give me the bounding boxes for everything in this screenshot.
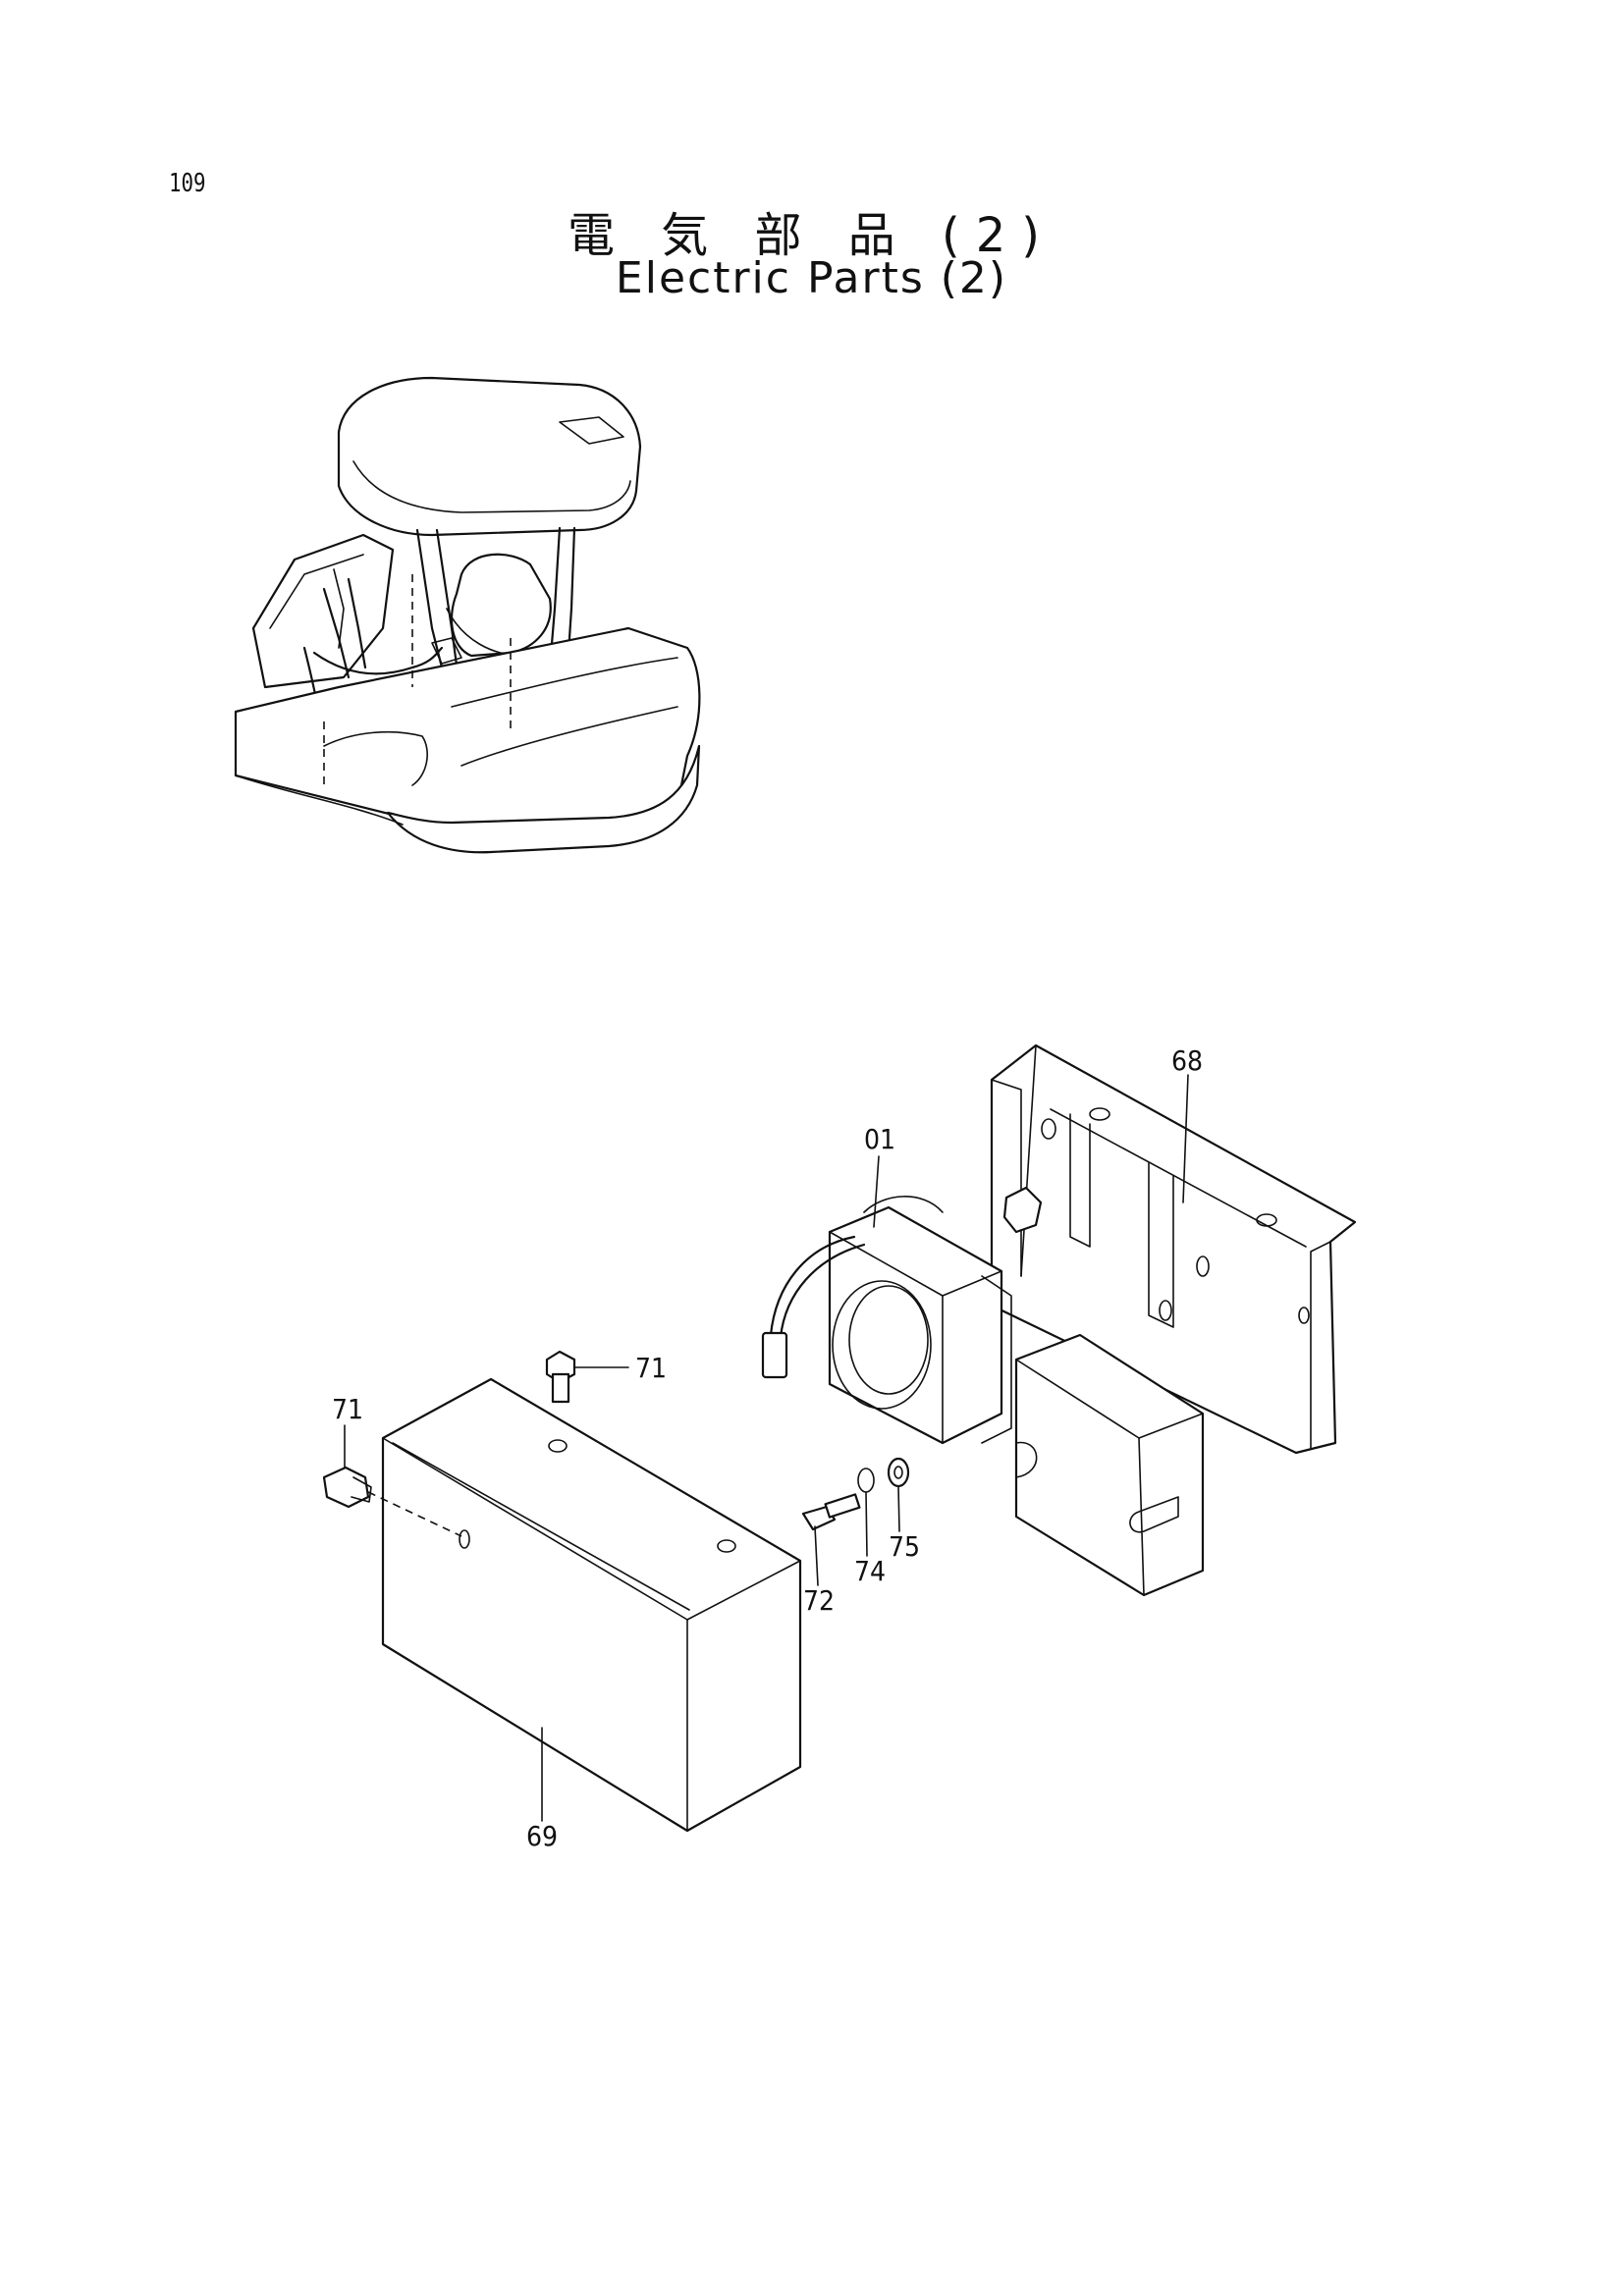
callout-69: 69 (526, 1820, 558, 1852)
callout-01: 01 (864, 1123, 895, 1155)
machine-overview-illustration (234, 376, 701, 854)
callout-71-left: 71 (332, 1393, 363, 1425)
bolt-71-left (322, 1424, 372, 1509)
horn-part-01 (761, 1155, 1012, 1445)
callout-71-top: 71 (635, 1352, 667, 1384)
callout-74: 74 (854, 1555, 886, 1587)
leader-68 (1182, 1074, 1189, 1203)
bolt-71-top (545, 1350, 629, 1404)
bracket-plate-part-68 (990, 1043, 1357, 1455)
title-japanese: 電 気 部 品 (2) (567, 208, 1056, 263)
title-english: Electric Parts (2) (615, 253, 1008, 303)
callout-68: 68 (1171, 1044, 1203, 1077)
callout-75: 75 (889, 1530, 920, 1563)
callout-72: 72 (803, 1584, 835, 1617)
cover-box-part-69 (367, 1377, 802, 1833)
page-number: 109 (169, 169, 206, 198)
bolt-72 (801, 1493, 861, 1586)
spacer-block (1014, 1333, 1205, 1597)
washer-75 (887, 1457, 910, 1532)
lock-washer-74 (857, 1468, 875, 1557)
